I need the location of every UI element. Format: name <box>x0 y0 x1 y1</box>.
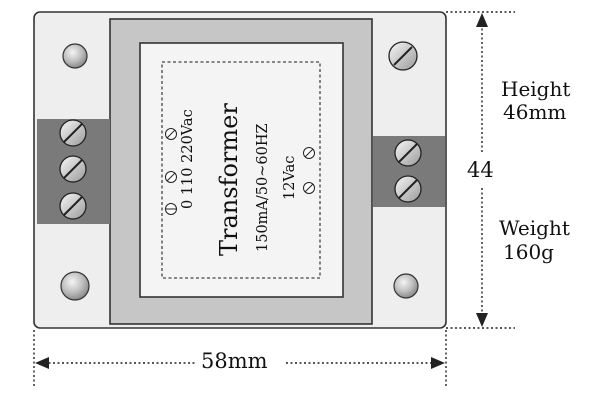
mounting-hole-icon <box>393 273 419 299</box>
screw-terminal-icon <box>59 192 87 220</box>
secondary-voltage-label: 12Vac <box>282 156 298 200</box>
mounting-hole-icon <box>62 43 88 69</box>
weight-label: Weight <box>499 216 570 240</box>
coil-core <box>139 42 344 298</box>
weight-value: 160g <box>503 240 554 264</box>
rating-label: 150mA/50~60HZ <box>255 123 271 252</box>
height-label: Height <box>501 77 571 101</box>
arrow-up-icon <box>476 13 488 27</box>
mounting-hole-icon <box>60 271 90 301</box>
terminal-marker-icon <box>165 128 177 140</box>
width-dimension-label: 58mm <box>201 349 268 373</box>
terminal-marker-icon <box>165 171 177 183</box>
screw-terminal-icon <box>394 175 422 203</box>
arrow-left-icon <box>35 357 49 369</box>
height-value: 46mm <box>503 100 567 124</box>
terminal-marker-icon <box>303 182 315 194</box>
primary-voltage-label: 0 110 220Vac <box>180 109 196 209</box>
terminal-marker-icon <box>303 147 315 159</box>
screw-terminal-icon <box>59 155 87 183</box>
arrow-down-icon <box>476 313 488 327</box>
depth-dimension-label: 44 <box>467 158 494 182</box>
screw-terminal-icon <box>388 41 418 71</box>
screw-terminal-icon <box>394 139 422 167</box>
label-area <box>161 61 321 279</box>
transformer-title: Transformer <box>215 103 243 256</box>
arrow-right-icon <box>431 357 445 369</box>
screw-terminal-icon <box>59 119 87 147</box>
terminal-marker-icon <box>165 203 177 215</box>
